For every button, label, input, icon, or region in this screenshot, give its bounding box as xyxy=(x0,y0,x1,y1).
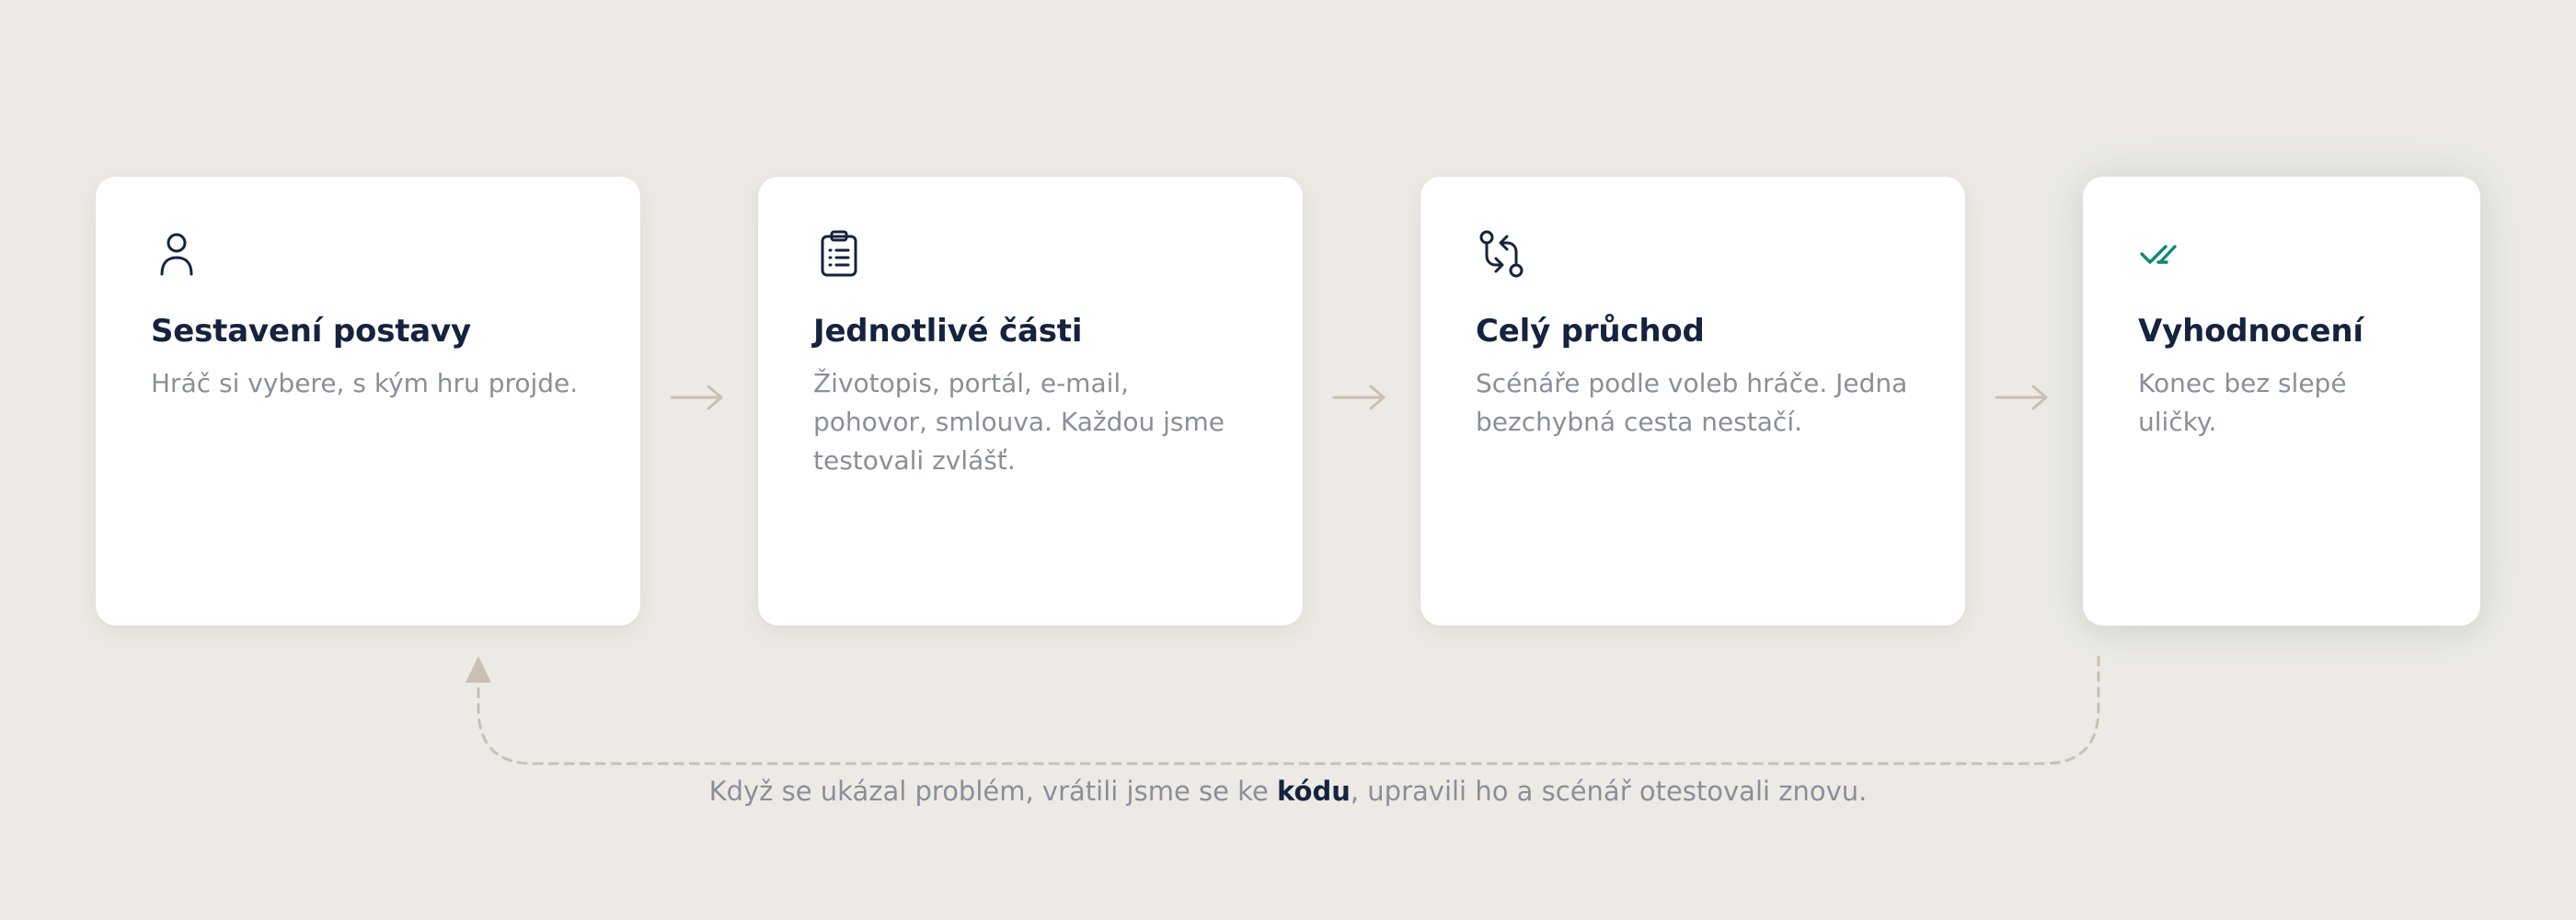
step-title: Celý průchod xyxy=(1476,313,1705,350)
step-title: Vyhodnocení xyxy=(2138,313,2363,350)
loop-note-text-end: , upravili ho a scénář otestovali znovu. xyxy=(1350,776,1868,807)
step-card-evaluation: Vyhodnocení Konec bez slepé uličky. xyxy=(2083,177,2480,626)
person-icon xyxy=(151,228,202,280)
step-card-character: Sestavení postavy Hráč si vybere, s kým … xyxy=(96,177,640,626)
step-description: Životopis, portál, e-mail, pohovor, smlo… xyxy=(813,368,1225,476)
loop-arrowhead-icon xyxy=(466,656,491,683)
loop-note: Když se ukázal problém, vrátili jsme se … xyxy=(0,773,2576,810)
step-description: Hráč si vybere, s kým hru projde. xyxy=(151,368,579,398)
arrow-right-icon xyxy=(670,385,723,410)
arrow-right-icon xyxy=(1995,385,2048,410)
git-compare-icon xyxy=(1476,228,1527,280)
step-title: Jednotlivé části xyxy=(813,313,1083,350)
step-card-full-run: Celý průchod Scénáře podle voleb hráče. … xyxy=(1420,177,1965,626)
double-check-icon xyxy=(2138,228,2190,280)
step-title: Sestavení postavy xyxy=(151,313,471,350)
step-card-parts: Jednotlivé části Životopis, portál, e-ma… xyxy=(758,177,1303,626)
loop-note-text: Když se ukázal problém, vrátili jsme se … xyxy=(708,776,1278,807)
clipboard-list-icon xyxy=(813,228,865,280)
step-description: Konec bez slepé uličky. xyxy=(2138,368,2347,437)
step-description: Scénáře podle voleb hráče. Jedna bezchyb… xyxy=(1476,368,1908,437)
loop-note-keyword: kódu xyxy=(1277,776,1351,807)
arrow-right-icon xyxy=(1332,385,1386,410)
